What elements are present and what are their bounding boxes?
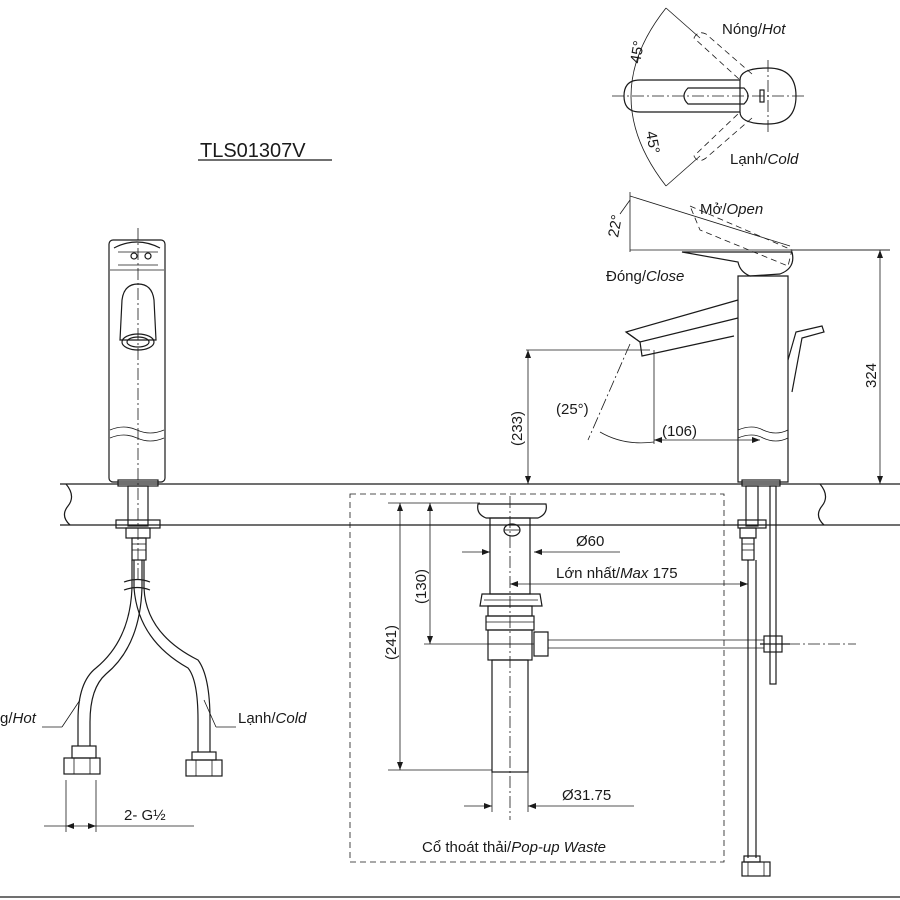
spout-reach: (106)	[662, 423, 697, 440]
lever-cold-label: Lạnh/Cold	[730, 151, 799, 168]
countertop	[60, 483, 900, 526]
tail-dia: Ø31.75	[562, 787, 611, 804]
popup-waste: Ø60 Lớn nhất/Max 175 (130) (241) Ø31.75 …	[349, 493, 764, 863]
top-view-lever: 45° 45° Nóng/Hot Lạnh/Cold	[612, 7, 806, 187]
flange-dia: Ø60	[576, 533, 604, 550]
hose-cold-label: Lạnh/Cold	[238, 710, 307, 727]
spout-height: (233)	[509, 411, 526, 446]
max-distance: Lớn nhất/Max 175	[556, 565, 678, 582]
model-title: TLS01307V	[200, 140, 306, 162]
waste-caption: Cổ thoát thải/Pop-up Waste	[422, 839, 606, 856]
hose-hot-label-group: g/Hot	[0, 699, 81, 728]
hose-cold-label-group: Lạnh/Cold	[203, 699, 307, 728]
angle-cold: 45°	[642, 130, 663, 155]
side-view-faucet: 22° Mở/Open Đóng/Close (25°) (106) (233)…	[509, 192, 890, 877]
lever-hot-label: Nóng/Hot	[722, 21, 786, 38]
close-label: Đóng/Close	[606, 268, 684, 285]
depth-130: (130)	[413, 569, 430, 604]
thread-label: 2- G½	[124, 807, 166, 824]
lever-open-angle: 22°	[605, 213, 626, 238]
depth-241: (241)	[383, 625, 400, 660]
angle-hot: 45°	[627, 39, 648, 64]
thread-dimension: 2- G½	[44, 780, 194, 832]
front-view-faucet	[108, 228, 166, 580]
spout-angle: (25°)	[556, 401, 589, 418]
open-label: Mở/Open	[700, 201, 763, 218]
supply-hoses	[63, 560, 223, 777]
total-height: 324	[863, 363, 880, 388]
hose-hot-label: g/Hot	[0, 710, 37, 727]
